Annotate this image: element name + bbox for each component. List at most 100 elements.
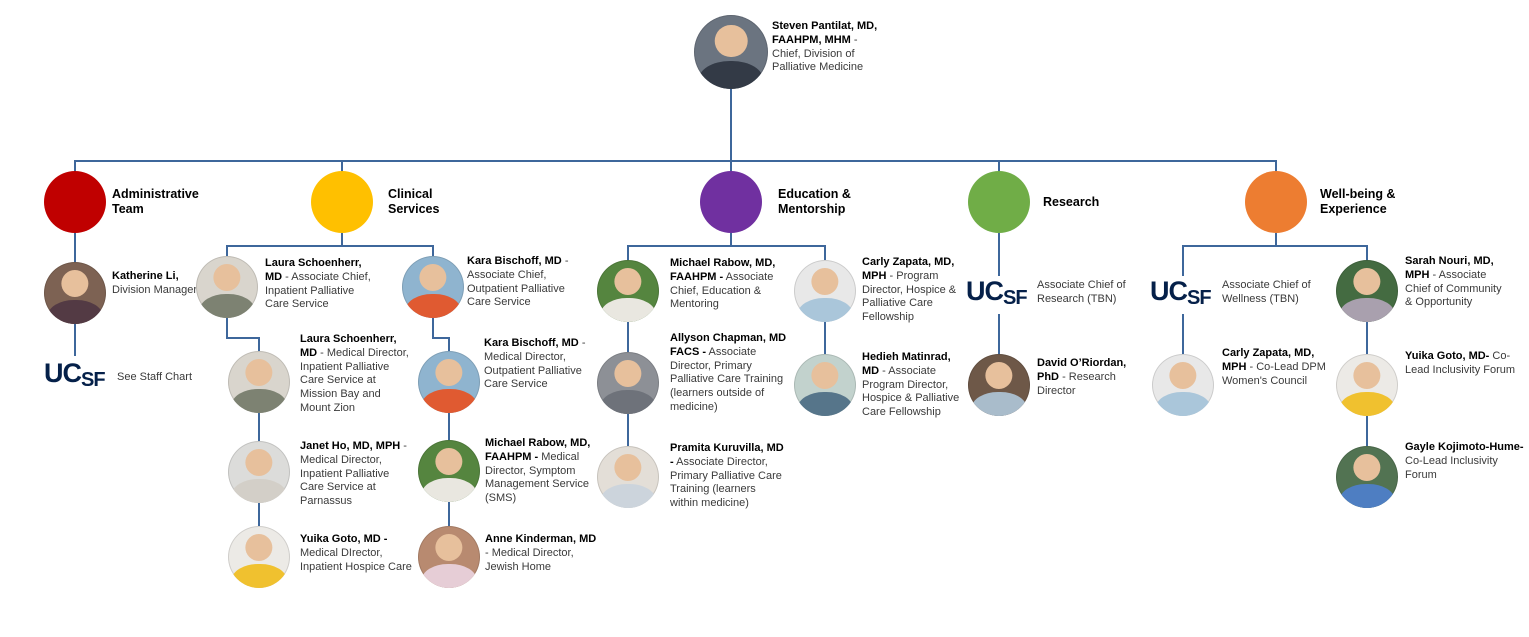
avatar-body-icon <box>231 479 287 503</box>
label-associate-chief-research-tbn: Associate Chief of Research (TBN) <box>1037 279 1126 305</box>
connector <box>627 245 826 247</box>
photo-katherine-li <box>44 262 106 324</box>
ucsf-logo: UCSF <box>44 358 106 391</box>
photo-laura-schoenherr-2 <box>228 351 290 413</box>
connector <box>432 337 450 339</box>
branch-label-education-mentorship: Education & Mentorship <box>778 187 851 216</box>
connector <box>730 89 732 160</box>
avatar-head-icon <box>213 264 241 292</box>
connector <box>341 233 343 245</box>
connector <box>432 245 434 256</box>
ucsf-logo: UCSF <box>1150 276 1212 309</box>
label-michael-rabow-education: Michael Rabow, MD, FAAHPM - Associate Ch… <box>670 257 776 311</box>
connector <box>448 413 450 440</box>
connector <box>74 324 76 356</box>
label-see-staff-chart: See Staff Chart <box>117 371 193 383</box>
connector <box>1182 245 1184 276</box>
label-sarah-nouri: Sarah Nouri, MD, MPH - Associate Chief o… <box>1405 255 1502 309</box>
label-carly-zapata-fellowship: Carly Zapata, MD, MPH - Program Director… <box>862 256 957 323</box>
avatar-head-icon <box>985 362 1013 390</box>
photo-sarah-nouri <box>1336 260 1398 322</box>
avatar-body-icon <box>1339 392 1395 416</box>
connector <box>74 160 76 172</box>
connector <box>1275 233 1277 245</box>
photo-kara-bischoff-2 <box>418 351 480 413</box>
avatar-body-icon <box>1155 392 1211 416</box>
avatar-body-icon <box>971 392 1027 416</box>
label-kara-bischoff-1: Kara Bischoff, MD - Associate Chief, Out… <box>467 255 569 309</box>
label-laura-schoenherr-2: Laura Schoenherr, MD - Medical Director,… <box>300 333 409 414</box>
avatar-head-icon <box>1169 362 1197 390</box>
label-katherine-li: Katherine Li, Division Manager <box>112 270 197 296</box>
label-hedieh-matinrad: Hedieh Matinrad, MD - Associate Program … <box>862 351 960 418</box>
avatar-head-icon <box>245 449 273 477</box>
photo-janet-ho <box>228 441 290 503</box>
label-gayle-kojimoto-hume: Gayle Kojimoto-Hume- Co-Lead Inclusivity… <box>1405 441 1524 481</box>
connector <box>432 318 434 339</box>
avatar-head-icon <box>714 24 748 58</box>
label-associate-chief-wellness-tbn: Associate Chief of Wellness (TBN) <box>1222 279 1311 305</box>
avatar-head-icon <box>811 268 839 296</box>
avatar-head-icon <box>435 448 463 476</box>
label-yuika-goto-clinical: Yuika Goto, MD - Medical DIrector, Inpat… <box>300 533 412 573</box>
connector <box>258 337 260 351</box>
photo-michael-rabow-education <box>597 260 659 322</box>
photo-steven-pantilat <box>694 15 768 89</box>
connector <box>448 502 450 526</box>
avatar-body-icon <box>421 389 477 413</box>
connector <box>1275 160 1277 172</box>
avatar-body-icon <box>231 564 287 588</box>
branch-circle-administrative-team <box>44 171 106 233</box>
connector <box>998 233 1000 276</box>
photo-michael-rabow-sms <box>418 440 480 502</box>
photo-allyson-chapman <box>597 352 659 414</box>
label-pramita-kuruvilla: Pramita Kuruvilla, MD - Associate Direct… <box>670 442 784 509</box>
avatar-head-icon <box>61 270 89 298</box>
connector <box>258 413 260 441</box>
connector <box>627 322 629 352</box>
branch-label-administrative-team: Administrative Team <box>112 187 199 216</box>
branch-circle-research <box>968 171 1030 233</box>
connector <box>730 233 732 245</box>
connector <box>627 245 629 260</box>
avatar-body-icon <box>421 564 477 588</box>
avatar-head-icon <box>811 362 839 390</box>
label-steven-pantilat: Steven Pantilat, MD, FAAHPM, MHM - Chief… <box>772 20 878 74</box>
photo-hedieh-matinrad <box>794 354 856 416</box>
avatar-body-icon <box>797 392 853 416</box>
label-carly-zapata-womens-council: Carly Zapata, MD, MPH - Co-Lead DPM Wome… <box>1222 347 1326 387</box>
photo-anne-kinderman <box>418 526 480 588</box>
avatar-head-icon <box>435 534 463 562</box>
avatar-head-icon <box>1353 268 1381 296</box>
avatar-body-icon <box>698 60 764 89</box>
avatar-head-icon <box>1353 454 1381 482</box>
label-michael-rabow-sms: Michael Rabow, MD, FAAHPM - Medical Dire… <box>485 437 591 504</box>
avatar-head-icon <box>614 360 642 388</box>
connector <box>1366 245 1368 260</box>
connector <box>226 337 260 339</box>
branch-circle-clinical-services <box>311 171 373 233</box>
connector <box>226 318 228 339</box>
connector <box>824 322 826 354</box>
photo-carly-zapata-fellowship <box>794 260 856 322</box>
avatar-head-icon <box>1353 362 1381 390</box>
avatar-head-icon <box>614 454 642 482</box>
ucsf-logo: UCSF <box>966 276 1028 309</box>
photo-david-oriordan <box>968 354 1030 416</box>
avatar-body-icon <box>600 298 656 322</box>
connector <box>730 160 732 172</box>
photo-kara-bischoff-1 <box>402 256 464 318</box>
connector <box>341 160 343 172</box>
avatar-body-icon <box>421 478 477 502</box>
label-yuika-goto-inclusivity: Yuika Goto, MD- Co-Lead Inclusivity Foru… <box>1405 350 1516 376</box>
photo-yuika-goto-clinical <box>228 526 290 588</box>
connector <box>824 245 826 260</box>
label-laura-schoenherr-1: Laura Schoenherr, MD - Associate Chief, … <box>265 257 371 311</box>
label-anne-kinderman: Anne Kinderman, MD - Medical Director, J… <box>485 533 597 573</box>
connector <box>1366 416 1368 446</box>
avatar-body-icon <box>600 484 656 508</box>
avatar-head-icon <box>245 359 273 387</box>
avatar-body-icon <box>1339 484 1395 508</box>
connector <box>74 160 1276 162</box>
